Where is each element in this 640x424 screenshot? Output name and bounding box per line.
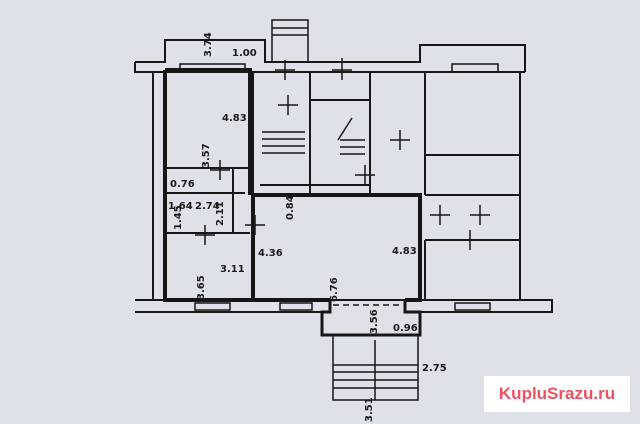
dim-balcony-depth: 1.00 [232, 48, 257, 59]
dim-bath-width: 1.64 [168, 201, 193, 212]
dim-room2-width: 3.65 [196, 275, 207, 300]
dim-vestibule-depth: 3.56 [369, 309, 380, 334]
dim-room1-length: 4.83 [222, 113, 247, 124]
dimension-labels: 3.74 1.00 4.83 3.57 0.76 1.64 2.74 1.45 … [168, 32, 447, 422]
dim-hall-length: 4.36 [258, 248, 283, 259]
watermark-logo: KupluSrazu.ru [484, 376, 630, 412]
dim-main-room-width: 6.76 [329, 277, 340, 302]
dim-balcony-width: 3.74 [203, 32, 214, 57]
dim-room2-length: 3.11 [220, 264, 245, 275]
dim-bath-depth: 1.45 [173, 205, 184, 230]
dim-vestibule-width: 0.96 [393, 323, 418, 334]
dim-porch-depth: 3.51 [364, 397, 375, 422]
dim-porch-width: 2.75 [422, 363, 447, 374]
walls [134, 19, 553, 401]
dim-main-room-length: 4.83 [392, 246, 417, 257]
watermark-text: KupluSrazu.ru [498, 384, 616, 403]
dim-closet: 0.76 [170, 179, 195, 190]
dim-door: 0.84 [285, 195, 296, 220]
dim-toilet: 2.11 [215, 201, 226, 226]
dim-room1-width: 3.57 [201, 143, 212, 168]
dim-bath-length: 2.74 [195, 201, 220, 212]
